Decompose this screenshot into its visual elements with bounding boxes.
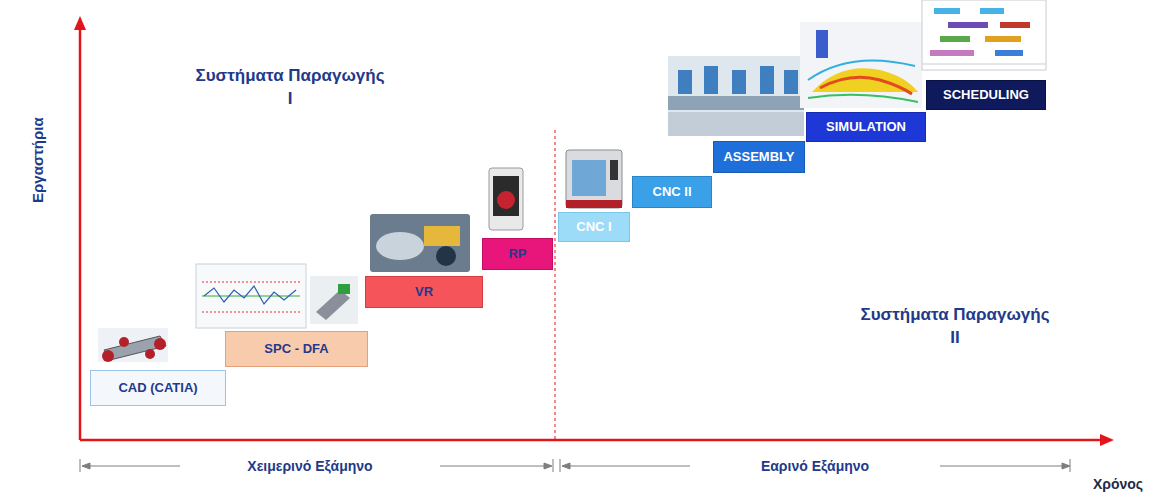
caption-label: Συστήματα Παραγωγής II (860, 304, 1050, 350)
lab-name: ASSEMBLY (723, 150, 794, 164)
lab-box: CNC I (558, 212, 630, 242)
semester-divider (555, 130, 556, 440)
lab-box: CAD (CATIA) (90, 370, 226, 406)
lab-box: SIMULATION (806, 112, 926, 142)
lab-name: VR (415, 285, 433, 299)
lab-box: RP (482, 238, 553, 270)
lab-name: CAD (CATIA) (118, 381, 197, 395)
lab-box: CNC II (632, 176, 712, 208)
cfd-simulation-image (800, 22, 922, 108)
lab-box: SCHEDULING (926, 80, 1046, 110)
caption-label: Χειμερινό Εξάμηνο (243, 457, 376, 476)
lab-box: SPC - DFA (225, 331, 368, 367)
caption-label: Συστήματα Παραγωγής I (195, 65, 385, 111)
lab-name: SIMULATION (826, 120, 906, 134)
lab-name: SPC - DFA (264, 342, 328, 356)
lab-name: RP (508, 247, 526, 261)
lab-box: VR (365, 276, 483, 308)
vr-image (370, 214, 470, 272)
spc-chart-image (196, 264, 358, 328)
caption-label: Εαρινό Εξάμηνο (757, 457, 873, 476)
lab-name: CNC II (653, 185, 692, 199)
lab-box: ASSEMBLY (713, 141, 805, 173)
axis-label: Εργαστήρια (28, 100, 48, 220)
caption-label: Χρόνος (1078, 475, 1158, 494)
lab-name: CNC I (576, 220, 611, 234)
3d-printer-image (489, 168, 523, 230)
cnc-machine-image (566, 150, 622, 208)
car-chassis-image (98, 328, 168, 362)
assembly-line-image (668, 56, 804, 136)
x-axis (80, 439, 1100, 442)
lab-name: SCHEDULING (943, 88, 1029, 102)
y-axis (79, 28, 82, 440)
axis-arrowhead (74, 16, 86, 30)
span-arrows (80, 459, 1070, 472)
gantt-chart-image (922, 0, 1046, 70)
axis-arrowhead (1100, 434, 1114, 446)
